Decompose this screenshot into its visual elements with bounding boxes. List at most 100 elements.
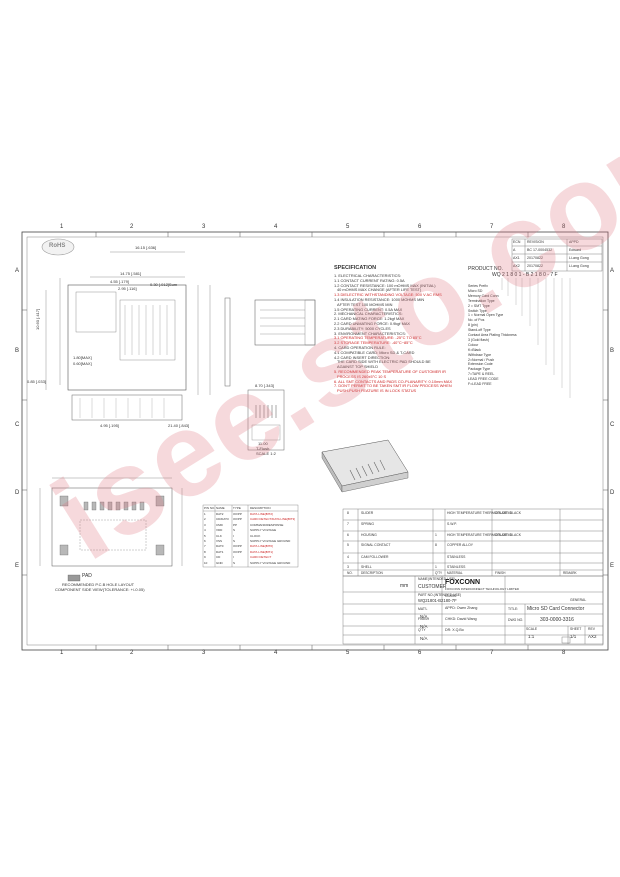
product-no-callout: Withdraw Type xyxy=(468,352,492,357)
product-no-callout: 2=Normal / Push xyxy=(468,357,495,362)
pin-table-cell: 7 xyxy=(204,544,206,549)
pin-table-cell: DATA LINE[BIT2] xyxy=(250,512,273,516)
finish-value: N/A xyxy=(420,624,428,629)
pin-table-cell: DAT1 xyxy=(216,549,224,554)
rev-cell: Edward xyxy=(569,248,582,252)
dwg-no-value: 303-0000-3316 xyxy=(540,617,574,623)
pin-table-cell: 5 xyxy=(204,533,206,538)
spec-line: 3.2 STORAGE TEMPERATURE: -40°C~85°C xyxy=(334,340,413,346)
product-no-callout: Package Type xyxy=(468,367,491,372)
pin-table-cell: I xyxy=(233,533,234,538)
zone-col-2-bottom: 2 xyxy=(130,650,134,656)
zone-row-d: D xyxy=(15,490,20,496)
pin-table-cell: SUPPLY VOLTAGE GROUND xyxy=(250,560,291,565)
pin-table-cell: 9 xyxy=(204,555,206,560)
pin-table-cell: S xyxy=(233,528,236,533)
spec-line: 1.5 OPERATING CURRENT: 0.5A MAX xyxy=(334,306,403,312)
product-no-callout: Switch Type xyxy=(468,308,487,313)
spec-line: 2.3 DURABILITY: 5000 CYCLES xyxy=(334,325,391,331)
bom-header: NO. xyxy=(347,571,353,575)
units-value: mm xyxy=(400,583,409,589)
customer-value: CUSTOMER xyxy=(418,584,447,590)
pin-table-cell: S xyxy=(233,539,236,543)
pin-table-header: TYPE xyxy=(233,506,241,510)
spec-line: PUSH-PUSH FEATURE IS IN LOCK STATUS xyxy=(337,388,417,394)
bom-cell: SPRING xyxy=(361,522,374,526)
product-no-callout: Series Prefix xyxy=(468,284,488,288)
product-no-callout: 8 (pin) xyxy=(468,323,478,328)
pin-table-cell: COMMAND/RESPONSE xyxy=(250,522,284,527)
zone-col-4-bottom: 4 xyxy=(274,650,278,656)
pad-label: PAD xyxy=(82,573,92,579)
pcb-note: RECOMMENDED P.C.B HOLE LAYOUT xyxy=(62,582,135,587)
general-label: GENERAL xyxy=(570,598,587,602)
spec-line: 2.1 CARD MATING FORCE: 1.2kgf MAX xyxy=(334,316,405,322)
zone-col-8: 8 xyxy=(562,224,566,230)
pin-table-cell: 10 xyxy=(204,560,208,565)
pin-table-cell: 2 xyxy=(204,517,206,522)
zone-col-8-bottom: 8 xyxy=(562,650,566,656)
bom-cell: CAM FOLLOWER xyxy=(361,555,389,559)
side-view-label: T-Flush xyxy=(256,446,270,451)
bom-cell: 6 xyxy=(347,533,349,537)
title-value: Micro SD Card Connector xyxy=(527,606,585,612)
pin-table-header: PIN NO. xyxy=(204,506,216,510)
bom-cell: HIGH TEMPERATURE THERMOPLASTIC xyxy=(447,511,512,515)
pin-table-cell: VDD xyxy=(216,528,223,533)
bom-cell: 5 xyxy=(347,543,349,547)
pin-table-cell: 1 xyxy=(204,512,206,516)
pcb-note-2: COMPONENT SIDE VIEW(TOLERANCE: +/-0.05) xyxy=(55,587,145,592)
rev-cell: A xyxy=(513,248,516,252)
bom-cell: 1 xyxy=(435,565,437,569)
spec-line: AGAINST TOP SHIELD xyxy=(337,364,379,370)
dim-d8: 0.60[MAX] xyxy=(73,361,92,366)
pin-table-cell: I/O/PP xyxy=(233,512,242,516)
spec-line: 40 mOHMS MAX CHANGE (AFTER LIFE TEST) xyxy=(337,287,422,293)
bom-cell: S.W.P. xyxy=(447,522,457,526)
pin-table-cell: I/O/PP xyxy=(233,517,242,522)
part-label: PART NO.(INTENDED USE) xyxy=(418,593,462,597)
rohs-logo: RoHS xyxy=(49,243,66,249)
dim-d5: 10.60 [.417] xyxy=(35,308,40,330)
pin-table-cell: CARD DETECT xyxy=(250,555,272,560)
bom-header: Q'TY xyxy=(435,571,443,575)
dim-d4: 0.30 [.012]Sum xyxy=(150,282,178,287)
pin-table-cell: 3 xyxy=(204,522,206,527)
spec-line: AFTER TEST 100 MOHMS MIN xyxy=(337,301,393,307)
bom-header: MATERIAL xyxy=(447,571,463,575)
bom-cell: HOUSING xyxy=(361,533,377,537)
spec-line: 2.2 CARD UNMATING FORCE: 0.9kgf MAX xyxy=(334,321,411,326)
company-logo: FOXCONN xyxy=(445,579,480,586)
pin-table-cell: 8 xyxy=(204,549,206,554)
zone-col-1: 1 xyxy=(60,224,64,230)
bom-cell: 7 xyxy=(347,522,349,526)
zone-row-b: B xyxy=(15,348,20,354)
product-no-callout: Contact Area Plating Thickness xyxy=(468,333,517,337)
pin-table-cell: VSS xyxy=(216,539,223,543)
dim-d3: 2.95 [.116] xyxy=(118,286,137,291)
rev-cell: 20170822 xyxy=(527,264,543,268)
approved-by: APPD: Owen Zhang xyxy=(445,606,478,610)
zone-col-5-bottom: 5 xyxy=(346,650,350,656)
zone-row-e: E xyxy=(15,563,20,569)
pin-table-cell: DATA LINE[BIT1] xyxy=(250,549,273,554)
zone-row-e-right: E xyxy=(610,563,615,569)
material-value: N/A xyxy=(420,614,428,619)
product-no-label: PRODUCT NO. xyxy=(468,266,503,272)
pin-table-cell: SUPPLY VOLTAGE xyxy=(250,528,277,533)
qty-value: N/A xyxy=(420,636,428,641)
rev-header: ECN xyxy=(513,240,521,244)
pin-table-cell: CLOCK xyxy=(250,533,261,538)
zone-row-d-right: D xyxy=(610,490,615,496)
product-no-callout: Memory Card Conn xyxy=(468,293,499,298)
spec-title: SPECIFICATION xyxy=(334,265,377,271)
rev-header: REVISION xyxy=(527,240,544,244)
bom-header: DESCRIPTION xyxy=(361,571,383,575)
product-no-callout: Extension Code xyxy=(468,362,493,367)
spec-line: 4.2 CARD INSERT DIRECTION: xyxy=(334,354,391,360)
rev-cell: Li-ang Gong xyxy=(569,264,589,268)
pin-table-cell: CARD DETECT/DATA LINE[BIT3] xyxy=(250,517,296,522)
zone-row-a-right: A xyxy=(610,268,615,274)
class-label: CLASS: xyxy=(445,594,458,598)
